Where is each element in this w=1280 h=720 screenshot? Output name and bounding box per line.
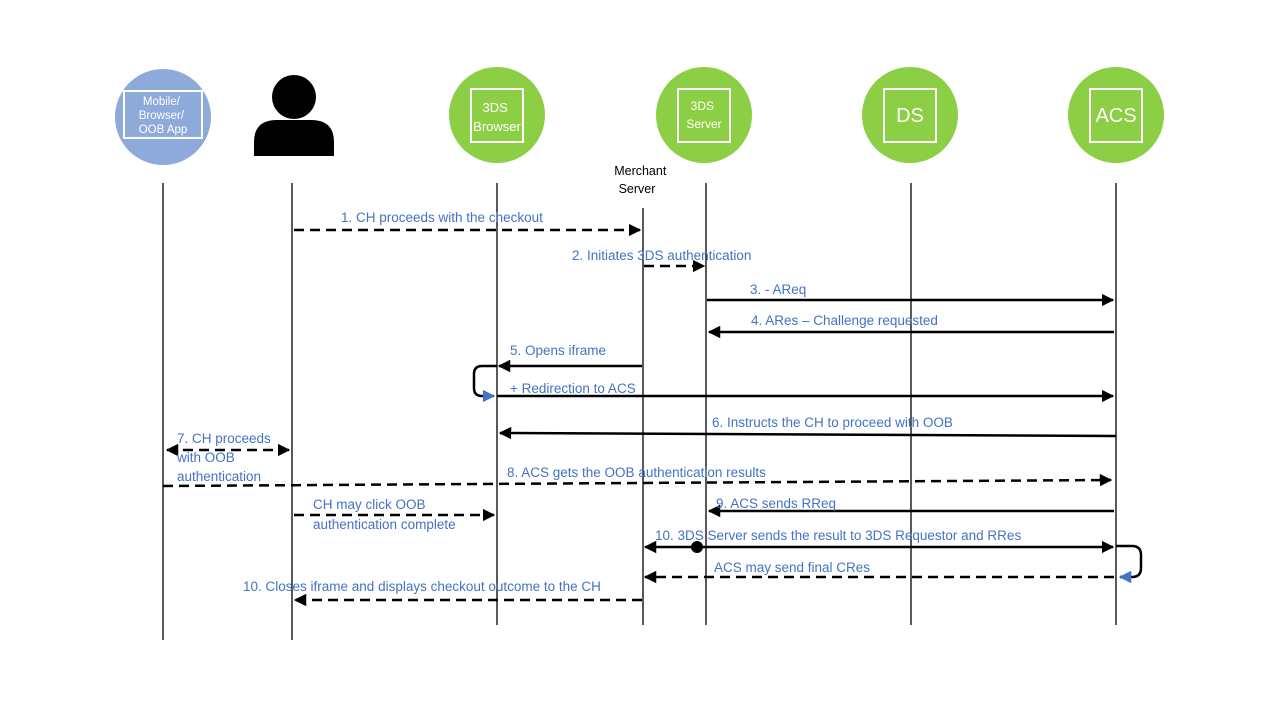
- svg-text:Mobile/ Browser/ O: Mobile/ Browser/ OOB App: [139, 96, 188, 136]
- participant-3ds-server: 3DS Server: [656, 67, 752, 163]
- message-label-5: 5. Opens iframe: [510, 343, 606, 358]
- message-label-10b: 10. Closes iframe and displays checkout …: [243, 579, 601, 594]
- message-label-3: 3. - AReq: [750, 282, 806, 297]
- merchant-label-line: Server: [619, 182, 656, 196]
- device-label-line: Mobile/: [143, 96, 181, 108]
- message-label-10a: 10. 3DS Server sends the result to 3DS R…: [655, 528, 1021, 543]
- browser-label-line: 3DS: [483, 100, 509, 115]
- merchant-label-line: Merchant: [614, 164, 667, 178]
- server-label-line: Server: [686, 117, 721, 131]
- message-origin-dot: [691, 541, 703, 553]
- svg-text:3DS Browser: 3DS Browser: [473, 100, 521, 134]
- message-loop-acs: [1116, 544, 1143, 584]
- message-label-9: 9. ACS sends RReq: [716, 496, 836, 511]
- ds-label: DS: [896, 105, 924, 127]
- message-label-cres: ACS may send final CRes: [714, 560, 870, 575]
- message-label-1: 1. CH proceeds with the checkout: [341, 210, 543, 225]
- participant-ds: DS: [862, 67, 958, 163]
- message-labels: 1. CH proceeds with the checkout 2. Init…: [176, 210, 1021, 594]
- svg-text:3DS Server: 3DS Server: [686, 99, 721, 131]
- message-label-5b: + Redirection to ACS: [510, 381, 636, 396]
- message-label-7: 7. CH proceeds with OOB authentication: [176, 431, 275, 484]
- participant-acs: ACS: [1068, 67, 1164, 163]
- message-label-8: 8. ACS gets the OOB authentication resul…: [507, 465, 766, 480]
- device-label-line: Browser/: [139, 110, 185, 122]
- person-icon: [254, 75, 334, 156]
- lifelines: [162, 183, 1117, 640]
- merchant-server-label: Merchant Server: [614, 164, 670, 196]
- message-label-6: 6. Instructs the CH to proceed with OOB: [712, 415, 953, 430]
- browser-label-line: Browser: [473, 119, 521, 134]
- messages: [162, 223, 1143, 607]
- message-label-oob-line: authentication complete: [313, 517, 456, 532]
- message-label-2: 2. Initiates 3DS authentication: [572, 248, 751, 263]
- message-arrow-6: [498, 426, 1117, 440]
- participant-3ds-browser: 3DS Browser: [449, 67, 545, 163]
- device-label-line: OOB App: [139, 124, 188, 136]
- message-loop-5: [472, 364, 497, 403]
- message-label-oob: CH may click OOB authentication complete: [313, 497, 456, 532]
- message-label-7-line: with OOB: [176, 450, 235, 465]
- message-label-7-line: authentication: [177, 469, 261, 484]
- acs-label: ACS: [1095, 105, 1136, 127]
- message-label-oob-line: CH may click OOB: [313, 497, 426, 512]
- message-label-7-line: 7. CH proceeds: [177, 431, 271, 446]
- message-label-4: 4. ARes – Challenge requested: [751, 313, 938, 328]
- participant-device: Mobile/ Browser/ OOB App: [115, 69, 211, 165]
- server-label-line: 3DS: [691, 99, 714, 113]
- message-arrow-8: [162, 473, 1113, 488]
